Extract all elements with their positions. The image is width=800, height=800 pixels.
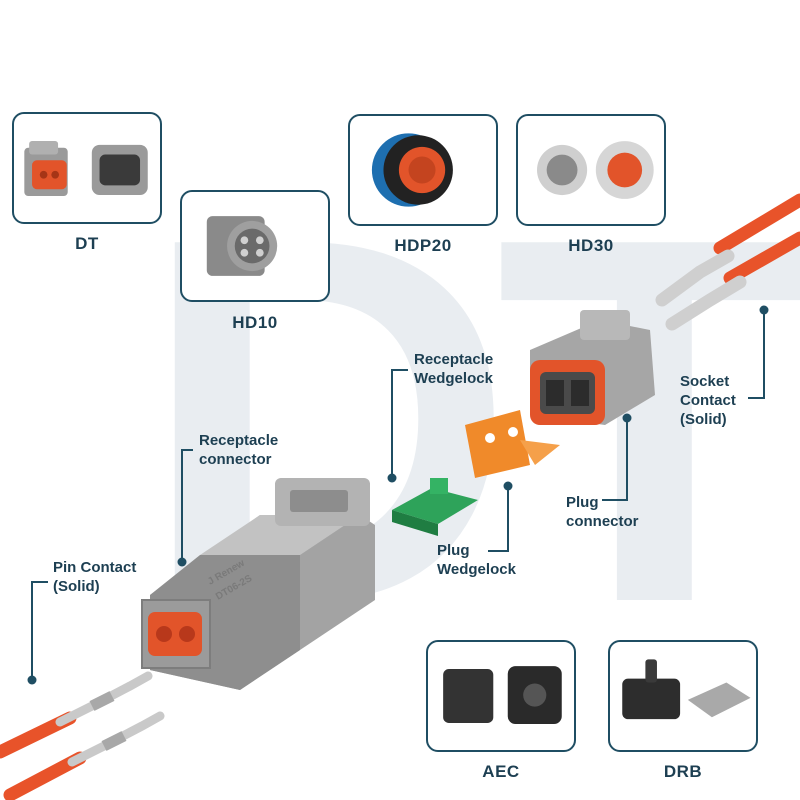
callout-receptacle-wedgelock: Receptacle Wedgelock (414, 351, 494, 387)
thumbnail-label-aec: AEC (482, 762, 520, 781)
thumbnail-hd30 (516, 114, 666, 226)
hdp20-connector-illustration (371, 133, 453, 207)
leader-pin-contact (31, 581, 48, 680)
dt-connector-illustration (24, 141, 148, 196)
callout-receptacle-connector: Receptacle connector (199, 432, 279, 468)
leader-plug-wedgelock (488, 486, 509, 552)
hd30-connector-illustration (537, 141, 654, 199)
leader-socket-contact (748, 310, 765, 399)
callout-plug-wedgelock: Plug Wedgelock (437, 542, 516, 578)
socket-wire-upper (713, 193, 800, 255)
receptacle-seal (148, 612, 202, 656)
callout-plug-connector: Plug connector (566, 494, 639, 530)
aec-connector-illustration (443, 666, 562, 724)
callout-pin-contact: Pin Contact (Solid) (53, 559, 137, 595)
socket-contact-upper (655, 249, 735, 307)
leader-receptacle-wedgelock (391, 369, 408, 478)
callout-socket-contact: Socket Contact (Solid) (680, 373, 736, 428)
leader-dots (27, 305, 769, 685)
drb-connector-illustration (622, 659, 751, 720)
leader-plug-connector (602, 418, 628, 501)
thumbnail-dt (12, 112, 162, 224)
socket-contact-lower (665, 275, 747, 331)
hd10-connector-illustration (206, 216, 278, 276)
receptacle-connector-body: J Renew DT06-2S (141, 478, 375, 690)
thumbnail-label-hd10: HD10 (232, 313, 278, 332)
plug-wedgelock-part (465, 410, 560, 478)
thumbnail-label-drb: DRB (663, 762, 703, 781)
socket-contact-wires (655, 193, 800, 331)
leader-lines (31, 310, 765, 680)
thumbnail-hdp20 (348, 114, 498, 226)
thumbnail-hd10 (180, 190, 330, 302)
thumbnail-drb (608, 640, 758, 752)
socket-wire-lower (723, 231, 800, 285)
receptacle-wedgelock-part (392, 478, 478, 536)
pin-contact-wires (0, 671, 165, 800)
thumbnail-aec (426, 640, 576, 752)
leader-receptacle-connector (181, 449, 193, 562)
thumbnail-label-dt: DT (75, 234, 99, 253)
plug-connector-body (530, 310, 655, 425)
thumbnail-label-hd30: HD30 (568, 236, 614, 255)
thumbnail-label-hdp20: HDP20 (394, 236, 452, 255)
